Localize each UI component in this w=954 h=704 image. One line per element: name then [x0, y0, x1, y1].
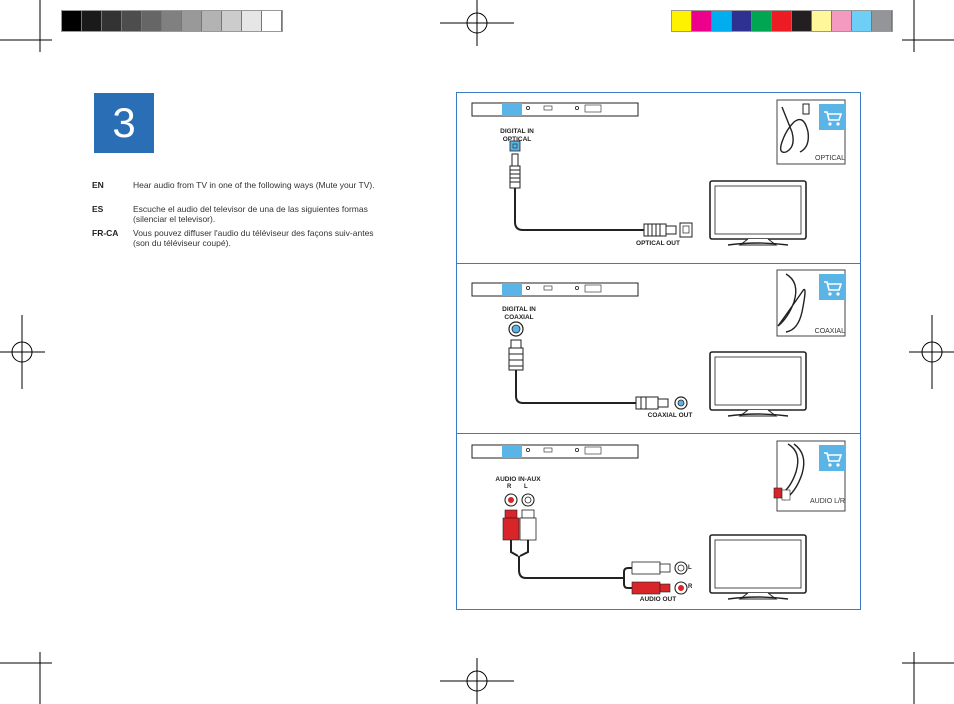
color-swatch [182, 11, 202, 31]
color-swatch [102, 11, 122, 31]
color-swatch [242, 11, 262, 31]
color-swatch [222, 11, 242, 31]
section-divider [456, 263, 861, 264]
connection-diagrams [471, 99, 846, 600]
color-swatch [852, 11, 872, 31]
lang-row-es: ES Escuche el audio del televisor de una… [92, 204, 382, 226]
color-swatch [712, 11, 732, 31]
connection-diagram-frame [456, 92, 861, 610]
color-swatch [732, 11, 752, 31]
coaxial-cable-name: COAXIAL [814, 328, 845, 335]
lang-text: Hear audio from TV in one of the followi… [133, 180, 375, 190]
optical-output-label: OPTICAL OUT [636, 240, 680, 247]
color-swatch [82, 11, 102, 31]
aux-input-label: AUDIO IN-AUX [495, 476, 541, 483]
lang-code: EN [92, 180, 104, 190]
lang-text: Escuche el audio del televisor de una de… [133, 204, 368, 224]
color-swatch [62, 11, 82, 31]
coaxial-input-label: DIGITAL IN COAXIAL [502, 306, 536, 321]
color-swatch [792, 11, 812, 31]
coaxial-output-label: COAXIAL OUT [647, 412, 693, 419]
optical-input-label: DIGITAL IN OPTICAL [500, 128, 534, 143]
aux-output-label: AUDIO OUT [639, 596, 677, 603]
aux-output-channel-l: L [688, 565, 692, 571]
lang-text: Vous pouvez diffuser l'audio du télévise… [133, 228, 374, 248]
color-swatch [122, 11, 142, 31]
aux-input-channel-l: L [524, 484, 528, 490]
aux-input-channel-r: R [507, 484, 512, 490]
lang-row-fr-ca: FR-CA Vous pouvez diffuser l'audio du té… [92, 228, 382, 250]
color-swatch-strip [671, 10, 893, 32]
color-swatch [672, 11, 692, 31]
color-swatch [692, 11, 712, 31]
gray-swatch-strip [61, 10, 283, 32]
lang-row-en: EN Hear audio from TV in one of the foll… [92, 180, 382, 202]
optical-cable-name: OPTICAL [815, 155, 845, 162]
color-swatch [832, 11, 852, 31]
audio-lr-cable-name: AUDIO L/R [809, 498, 845, 505]
section-divider [456, 433, 861, 434]
color-swatch [812, 11, 832, 31]
color-swatch [772, 11, 792, 31]
color-swatch [202, 11, 222, 31]
color-swatch [162, 11, 182, 31]
color-swatch [752, 11, 772, 31]
color-swatch [872, 11, 892, 31]
aux-output-channel-r: R [688, 584, 693, 590]
lang-code: FR-CA [92, 228, 119, 238]
color-swatch [262, 11, 282, 31]
color-swatch [142, 11, 162, 31]
step-number: 3 [94, 93, 154, 153]
lang-code: ES [92, 204, 104, 214]
